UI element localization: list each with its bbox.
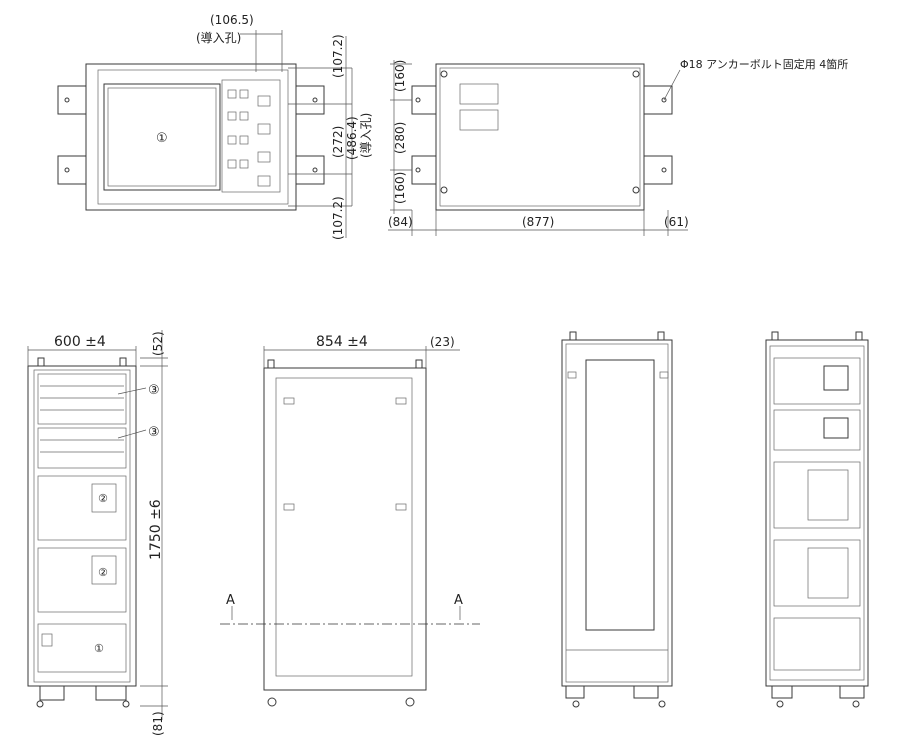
mark-3-lower: ③ bbox=[148, 425, 160, 440]
inlet-label: (導入孔) bbox=[196, 31, 241, 45]
component-mark-1: ① bbox=[156, 131, 168, 146]
top-left-plan-view: (106.5) (導入孔) ① (107.2) (272) (486.4) (導… bbox=[57, 13, 373, 240]
inlet-width-dim: (106.5) bbox=[210, 13, 254, 27]
front-bottom-offset: (81) bbox=[151, 711, 165, 736]
anchor-note: Φ18 アンカーボルト固定用 4箇所 bbox=[680, 57, 848, 71]
front-width: 600 ±4 bbox=[54, 334, 106, 350]
front-view: 600 ±4 (52) 1750 ±6 (81) ③ ③ ② ② ① bbox=[27, 330, 168, 736]
dim-bottom: (107.2) bbox=[331, 196, 345, 240]
dim-left-mid: (280) bbox=[393, 122, 407, 154]
section-mark-right: A bbox=[454, 593, 463, 608]
dim-left-bottom: (160) bbox=[393, 172, 407, 204]
rear-view bbox=[561, 331, 673, 708]
mark-2-lower: ② bbox=[98, 566, 108, 579]
dim-mid: (272) bbox=[331, 126, 345, 158]
dim-left-top: (160) bbox=[393, 60, 407, 92]
side-view: 854 ±4 (23) A A bbox=[220, 334, 480, 707]
inlet-label-vertical: (導入孔) bbox=[359, 113, 373, 158]
dim-top: (107.2) bbox=[331, 34, 345, 78]
dim-width: (877) bbox=[522, 215, 554, 229]
dim-right-offset: (61) bbox=[664, 215, 689, 229]
mark-3-upper: ③ bbox=[148, 383, 160, 398]
side-depth: 854 ±4 bbox=[316, 334, 368, 350]
dim-left-offset: (84) bbox=[388, 215, 413, 229]
mark-2-upper: ② bbox=[98, 492, 108, 505]
mark-1: ① bbox=[94, 642, 104, 655]
internal-view bbox=[765, 331, 869, 708]
top-right-plan-view: (160) (280) (160) (84) (877) (61) Φ18 アン… bbox=[388, 57, 848, 236]
dim-inlet-height: (486.4) bbox=[345, 116, 359, 160]
section-mark-left: A bbox=[226, 593, 235, 608]
front-height: 1750 ±6 bbox=[148, 499, 164, 560]
side-offset: (23) bbox=[430, 335, 455, 349]
front-top-offset: (52) bbox=[151, 331, 165, 356]
